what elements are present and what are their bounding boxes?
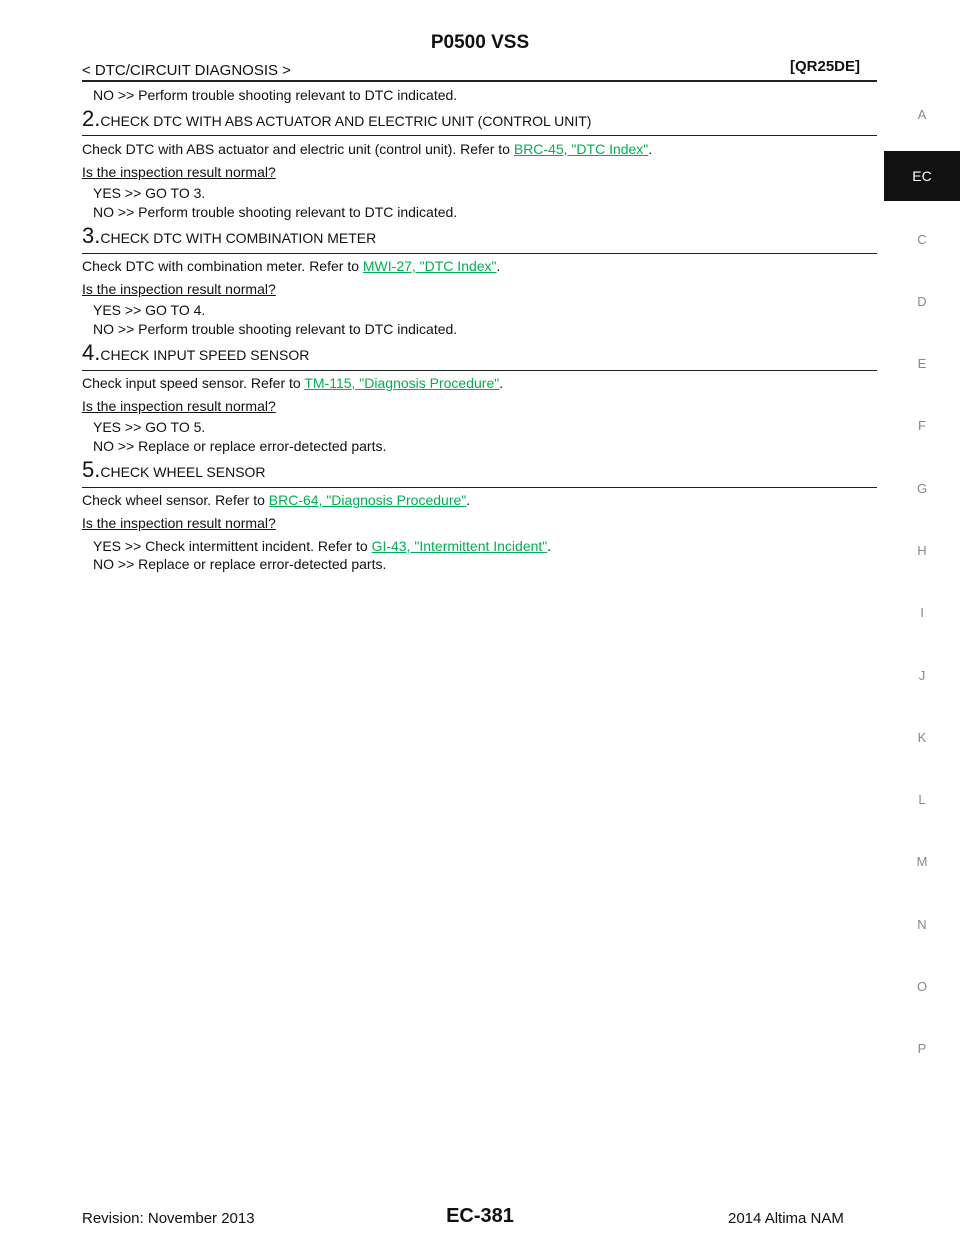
inspection-question: Is the inspection result normal? [82,164,276,180]
step-number: 3. [82,223,101,248]
step-heading: 2.CHECK DTC WITH ABS ACTUATOR AND ELECTR… [82,106,591,132]
section-tab-p[interactable]: P [917,1041,927,1056]
reference-link[interactable]: BRC-64, "Diagnosis Procedure" [268,492,467,508]
step-title: CHECK WHEEL SENSOR [100,464,266,480]
step-divider [82,135,877,136]
step-title: CHECK INPUT SPEED SENSOR [100,347,310,363]
answer-yes-text: YES >> Check intermittent incident. Refe… [93,538,372,554]
page-number: EC-381 [446,1205,514,1227]
answer-yes: YES >> Check intermittent incident. Refe… [93,538,551,554]
section-tab-e[interactable]: E [917,356,927,371]
period: . [466,492,471,508]
inspection-question: Is the inspection result normal? [82,281,276,297]
step-text: Check DTC with ABS actuator and electric… [82,141,652,157]
instruction-text: Check input speed sensor. Refer to [82,375,305,391]
period: . [499,375,504,391]
period: . [496,258,501,274]
section-tab-a[interactable]: A [917,107,927,122]
answer-no: NO >> Perform trouble shooting relevant … [93,87,458,103]
model-name: 2014 Altima NAM [728,1210,844,1227]
instruction-text: Check wheel sensor. Refer to [82,492,269,508]
reference-link[interactable]: TM-115, "Diagnosis Procedure" [304,375,500,391]
step-text: Check input speed sensor. Refer to TM-11… [82,375,503,391]
section-tab-ec[interactable]: EC [884,151,960,201]
inspection-question: Is the inspection result normal? [82,515,276,531]
step-number: 2. [82,106,101,131]
section-tab-g[interactable]: G [916,481,928,496]
reference-link[interactable]: BRC-45, "DTC Index" [513,141,649,157]
step-text: Check DTC with combination meter. Refer … [82,258,500,274]
step-heading: 5.CHECK WHEEL SENSOR [82,457,266,483]
answer-yes: YES >> GO TO 3. [93,185,206,201]
period: . [547,538,552,554]
reference-link[interactable]: MWI-27, "DTC Index" [362,258,497,274]
reference-link[interactable]: GI-43, "Intermittent Incident" [371,538,548,554]
answer-no: NO >> Replace or replace error-detected … [93,556,387,572]
step-heading: 3.CHECK DTC WITH COMBINATION METER [82,223,376,249]
section-tab-m[interactable]: M [916,854,928,869]
page-title: P0500 VSS [430,32,530,53]
instruction-text: Check DTC with combination meter. Refer … [82,258,363,274]
revision-date: Revision: November 2013 [82,1210,255,1227]
section-tab-l[interactable]: L [918,792,926,807]
answer-no: NO >> Perform trouble shooting relevant … [93,321,458,337]
step-divider [82,253,877,254]
section-tab-o[interactable]: O [916,979,928,994]
period: . [648,141,653,157]
section-tab-c[interactable]: C [917,232,927,247]
section-tab-n[interactable]: N [917,917,927,932]
step-divider [82,370,877,371]
step-heading: 4.CHECK INPUT SPEED SENSOR [82,340,309,366]
engine-code: [QR25DE] [790,58,861,75]
section-tab-k[interactable]: K [917,730,927,745]
section-tab-j[interactable]: J [918,668,926,683]
step-number: 5. [82,457,101,482]
breadcrumb: < DTC/CIRCUIT DIAGNOSIS > [82,62,291,79]
inspection-question: Is the inspection result normal? [82,398,276,414]
step-title: CHECK DTC WITH ABS ACTUATOR AND ELECTRIC… [100,113,592,129]
answer-yes: YES >> GO TO 4. [93,302,206,318]
section-tab-h[interactable]: H [917,543,927,558]
header-divider [82,80,877,82]
answer-no: NO >> Replace or replace error-detected … [93,438,387,454]
answer-no: NO >> Perform trouble shooting relevant … [93,204,458,220]
step-number: 4. [82,340,101,365]
section-tab-i[interactable]: I [920,605,924,620]
step-title: CHECK DTC WITH COMBINATION METER [100,230,377,246]
section-tab-d[interactable]: D [917,294,927,309]
answer-yes: YES >> GO TO 5. [93,419,206,435]
step-text: Check wheel sensor. Refer to BRC-64, "Di… [82,492,470,508]
instruction-text: Check DTC with ABS actuator and electric… [82,141,514,157]
section-tab-f[interactable]: F [918,418,926,433]
step-divider [82,487,877,488]
